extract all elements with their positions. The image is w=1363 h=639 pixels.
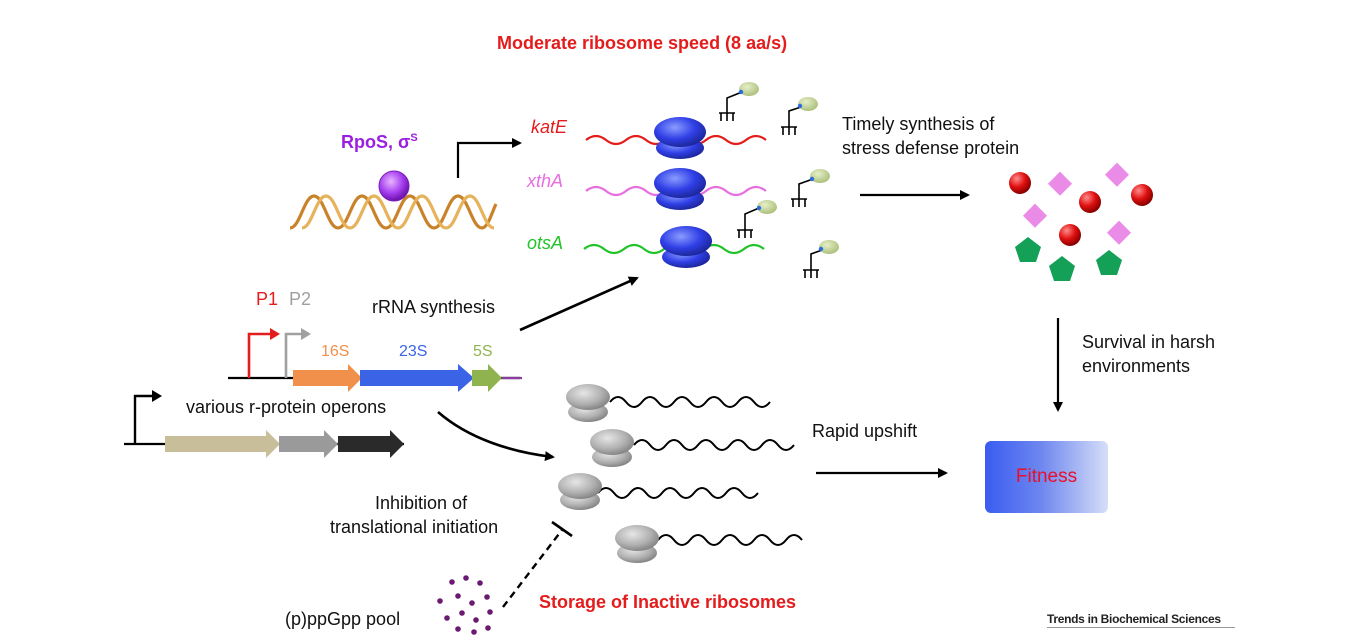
nascent-protein-4 — [737, 200, 777, 238]
promoter-p1-label: P1 — [256, 289, 279, 309]
inhibition-label-line2: translational initiation — [330, 517, 499, 537]
active-ribosome-katE — [654, 117, 706, 159]
sigma-factor-label: RpoS, σS — [341, 132, 418, 152]
inactive-ribosome-1 — [566, 384, 771, 422]
active-ribosome-xthA — [654, 168, 706, 210]
active-ribosome-otsA — [660, 226, 712, 268]
inactive-ribosome-4 — [615, 525, 803, 563]
journal-credit: Trends in Biochemical Sciences — [1047, 612, 1221, 626]
gene-5S-label: 5S — [473, 343, 493, 360]
survival-label-line1: Survival in harsh — [1082, 332, 1216, 352]
ppgpp-pool-dots — [437, 575, 493, 635]
nascent-protein-2 — [781, 97, 818, 135]
inhibition-line — [502, 520, 573, 608]
nascent-protein-1 — [719, 82, 759, 121]
survival-label-line2: environments — [1082, 356, 1191, 376]
gene-label-xthA: xthA — [527, 171, 564, 191]
rprotein-to-ribosome-arrow — [437, 411, 555, 462]
stress-defense-proteins — [1009, 162, 1153, 281]
gene-label-otsA: otsA — [527, 233, 564, 253]
rrna-synthesis-label: rRNA synthesis — [372, 297, 496, 317]
ppgpp-pool-label: (p)ppGpp pool — [285, 609, 401, 629]
gene-23S-label: 23S — [399, 343, 428, 360]
dna-helix — [289, 194, 498, 230]
fitness-box: Fitness — [985, 441, 1108, 513]
gene-23S-arrow — [360, 364, 474, 392]
rprotein-operon — [124, 390, 404, 458]
inhibition-label-line1: Inhibition of — [375, 493, 468, 513]
gene-16S-arrow — [293, 364, 362, 392]
rapid-upshift-label: Rapid upshift — [812, 421, 918, 441]
timely-synthesis-label-line1: Timely synthesis of — [842, 114, 995, 134]
journal-underline — [1047, 627, 1235, 628]
gene-16S-label: 16S — [321, 343, 350, 360]
rrna-to-ribosome-arrow — [519, 276, 639, 332]
timely-synthesis-label-line2: stress defense protein — [842, 138, 1020, 158]
nascent-protein-5 — [803, 240, 839, 278]
gene-5S-arrow — [472, 364, 502, 392]
rpos-promoter-arrow — [456, 138, 522, 178]
rrna-operon — [228, 328, 522, 392]
gene-label-katE: katE — [531, 117, 568, 137]
nascent-protein-3 — [791, 169, 830, 207]
diagram-title: Moderate ribosome speed (8 aa/s) — [497, 33, 788, 53]
sigma-factor-ball — [378, 170, 410, 202]
inactive-ribosome-3 — [558, 473, 759, 510]
fitness-label: Fitness — [1015, 466, 1078, 487]
inactive-ribosome-2 — [590, 429, 795, 467]
rprotein-operons-label: various r-protein operons — [186, 397, 387, 417]
storage-label: Storage of Inactive ribosomes — [539, 592, 797, 612]
promoter-p2-label: P2 — [289, 289, 312, 309]
